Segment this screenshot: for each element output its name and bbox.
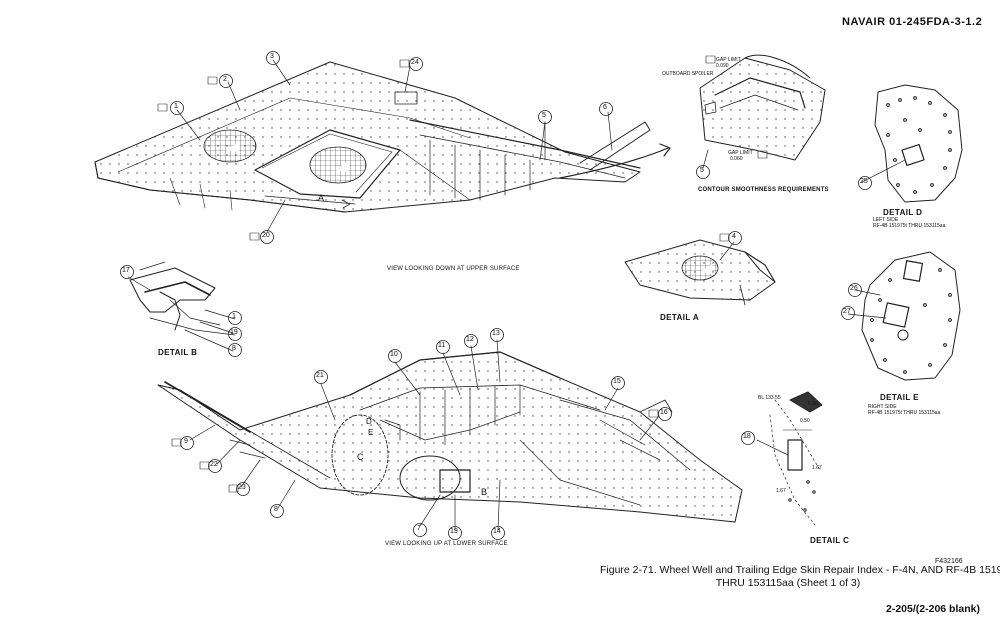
dim-050-b: 0.50 xyxy=(800,418,810,424)
callout-16: 16 xyxy=(660,409,668,416)
callout-26: 26 xyxy=(850,285,858,292)
detail-d-note2: RF-4B 151975t THRU 153115aa xyxy=(873,223,946,229)
callout-19b: 19 xyxy=(450,528,458,535)
outboard-spoiler-label: OUTBOARD SPOILER xyxy=(662,71,714,77)
callout-6: 6 xyxy=(603,104,607,111)
callout-7: 7 xyxy=(417,525,421,532)
callout-22: 22 xyxy=(210,461,218,468)
callout-20: 20 xyxy=(262,232,270,239)
figure-caption-line1: Figure 2-71. Wheel Well and Trailing Edg… xyxy=(600,564,1000,576)
callout-23: 23 xyxy=(238,484,246,491)
callout-3: 3 xyxy=(270,53,274,60)
detail-d-drawing xyxy=(874,84,963,203)
detail-b-caption: DETAIL B xyxy=(158,348,198,357)
leader-lines xyxy=(127,59,906,531)
figure-id: F432166 xyxy=(935,558,963,565)
callout-12: 12 xyxy=(466,336,474,343)
callout-1b: 1 xyxy=(232,313,236,320)
callout-21: 21 xyxy=(316,372,324,379)
detail-e-drawing xyxy=(861,251,961,381)
gap-bottom-value: 0.060 xyxy=(730,156,743,162)
dim-167-b: 1.67 xyxy=(776,488,786,494)
callout-10: 10 xyxy=(390,351,398,358)
detail-e-note1: RIGHT SIDE xyxy=(868,404,897,410)
callout-8b: 8 xyxy=(274,506,278,513)
detail-a-caption: DETAIL A xyxy=(660,313,700,322)
gap-limit-top: GAP LIMIT xyxy=(716,57,741,63)
callout-25: 25 xyxy=(860,178,868,185)
dim-050-a: 0.50 xyxy=(808,401,818,407)
detail-a-drawing xyxy=(624,239,776,306)
detail-c-caption: DETAIL C xyxy=(810,536,850,545)
callout-9: 9 xyxy=(184,438,188,445)
section-letter-b: B xyxy=(481,487,488,497)
callout-15: 15 xyxy=(613,378,621,385)
callout-14: 14 xyxy=(493,528,501,535)
callout-24: 24 xyxy=(411,59,419,66)
callout-5b: 5 xyxy=(700,167,704,174)
callout-18: 18 xyxy=(743,433,751,440)
page-number: 2-205/(2-206 blank) xyxy=(886,603,980,615)
callout-1: 1 xyxy=(174,103,178,110)
dim-167-a: 1.67 xyxy=(812,465,822,471)
section-letter-e: E xyxy=(368,428,374,437)
document-number: NAVAIR 01-245FDA-3-1.2 xyxy=(842,16,983,28)
detail-e-note2: RF-4B 151975t THRU 153115aa xyxy=(868,410,941,416)
detail-c-drawing xyxy=(769,391,823,526)
detail-b-drawing xyxy=(129,261,236,336)
upper-view-title: VIEW LOOKING DOWN AT UPPER SURFACE xyxy=(387,266,520,272)
upper-surface-view xyxy=(94,61,671,213)
dim-bl: BL 133.55 xyxy=(758,395,781,401)
callout-17: 17 xyxy=(122,267,130,274)
detail-d-note1: LEFT SIDE xyxy=(873,217,899,223)
section-letter-d: D xyxy=(366,417,372,426)
callout-27: 27 xyxy=(843,308,851,315)
lower-surface-view xyxy=(157,351,743,523)
contour-title: CONTOUR SMOOTHNESS REQUIREMENTS xyxy=(698,187,829,193)
lower-view-title: VIEW LOOKING UP AT LOWER SURFACE xyxy=(385,541,508,547)
callout-13: 13 xyxy=(492,330,500,337)
gap-limit-bottom: GAP LIMIT xyxy=(728,150,753,156)
gap-top-value: 0.090 xyxy=(716,63,729,69)
contour-detail xyxy=(699,54,826,161)
callout-balloons xyxy=(120,51,872,540)
figure-caption-line2: THRU 153115aa (Sheet 1 of 3) xyxy=(715,577,861,589)
section-letter-c: C xyxy=(357,452,364,462)
callout-19: 19 xyxy=(230,329,238,336)
callout-5: 5 xyxy=(542,112,546,119)
detail-e-caption: DETAIL E xyxy=(880,393,919,402)
callout-2: 2 xyxy=(223,76,227,83)
section-letter-a: A xyxy=(318,193,325,203)
detail-d-caption: DETAIL D xyxy=(883,208,923,217)
callout-4: 4 xyxy=(732,233,736,240)
callout-11: 11 xyxy=(438,342,446,349)
callout-8: 8 xyxy=(232,345,236,352)
